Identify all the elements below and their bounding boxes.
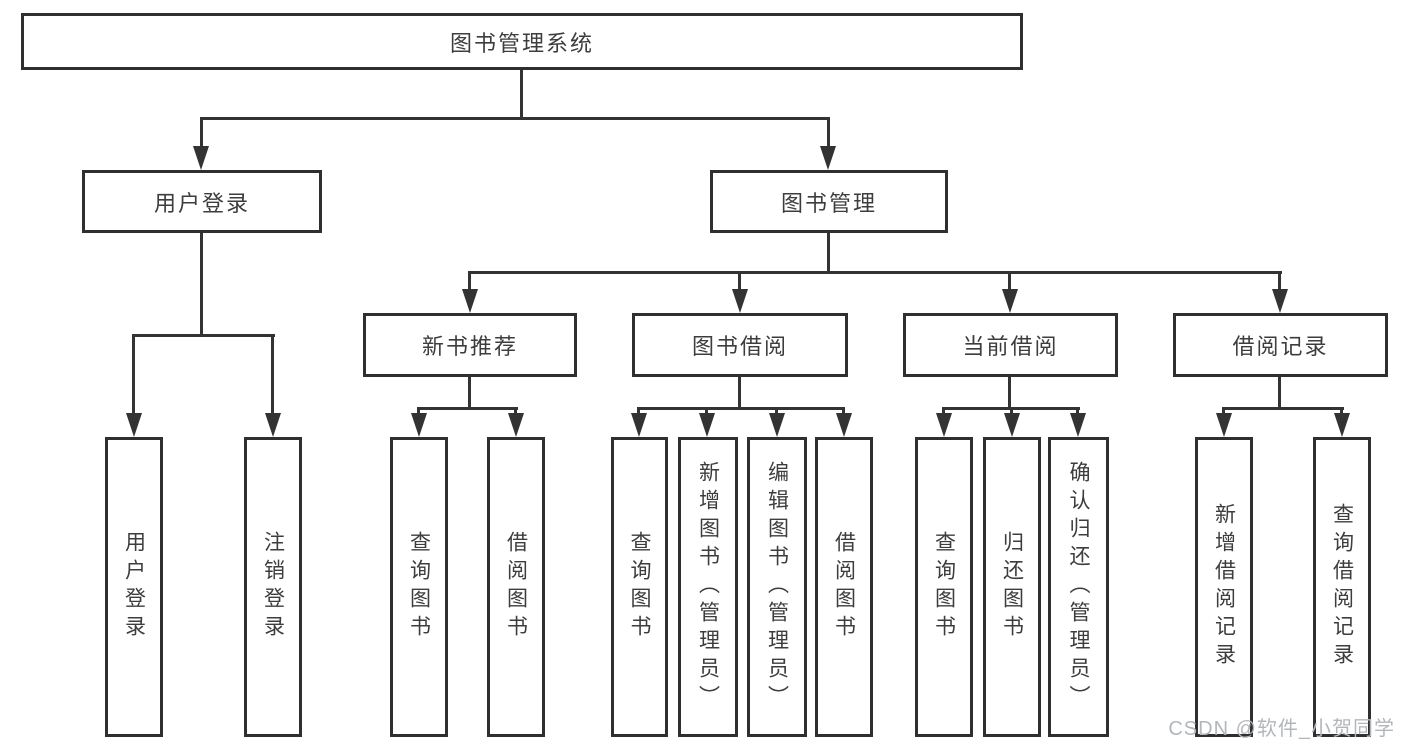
leaf-add-borrow-record-label: 新增借阅记录 <box>1212 503 1236 671</box>
leaf-confirm-return-admin-label: 确认归还（管理员） <box>1067 461 1090 713</box>
leaf-query-books-borrowing-label: 查询图书 <box>628 531 651 643</box>
node-new-book-recommend: 新书推荐 <box>363 313 577 377</box>
node-borrow-records: 借阅记录 <box>1173 313 1388 377</box>
connector-to-leaf-login <box>132 334 135 414</box>
connector-current-borrow-stub <box>1008 377 1011 410</box>
connector-borrow-records-branch <box>1222 407 1344 410</box>
arrow-down-icon <box>508 413 524 437</box>
node-library-system-label: 图书管理系统 <box>449 30 594 56</box>
leaf-edit-books-admin: 编辑图书（管理员） <box>747 437 807 737</box>
leaf-borrow-books-borrowing: 借阅图书 <box>815 437 873 737</box>
node-library-system: 图书管理系统 <box>21 13 1023 70</box>
connector-root-stub <box>520 70 523 118</box>
watermark: CSDN @软件_小贺同学 <box>1168 718 1395 740</box>
node-borrow-records-label: 借阅记录 <box>1232 334 1329 359</box>
connector-user-login-branch <box>132 334 275 337</box>
arrow-down-icon <box>462 289 478 313</box>
leaf-borrow-books-borrowing-label: 借阅图书 <box>832 531 856 643</box>
connector-book-borrow-branch <box>637 407 845 410</box>
arrow-down-icon <box>699 413 715 437</box>
arrow-down-icon <box>1216 413 1232 437</box>
connector-leaf-stub <box>1010 407 1013 416</box>
leaf-logout-label: 注销登录 <box>261 531 285 643</box>
node-current-borrowing-label: 当前借阅 <box>962 334 1059 359</box>
node-book-management: 图书管理 <box>710 170 948 233</box>
connector-leaf-stub <box>842 407 845 416</box>
leaf-borrow-books-recommend: 借阅图书 <box>487 437 545 737</box>
arrow-down-icon <box>732 289 748 313</box>
leaf-add-books-admin-label: 新增图书（管理员） <box>696 461 720 713</box>
leaf-query-books-recommend-label: 查询图书 <box>407 531 431 643</box>
leaf-user-login-label: 用户登录 <box>122 531 146 643</box>
arrow-down-icon <box>411 413 427 437</box>
arrow-down-icon <box>1002 289 1018 313</box>
leaf-query-books-borrowing: 查询图书 <box>611 437 668 737</box>
connector-leaf-stub <box>417 407 420 416</box>
connector-to-book-borrow <box>738 271 741 291</box>
node-book-borrowing: 图书借阅 <box>632 313 848 377</box>
arrow-down-icon <box>1004 413 1020 437</box>
leaf-query-books-current-label: 查询图书 <box>932 531 956 643</box>
leaf-add-borrow-record: 新增借阅记录 <box>1195 437 1253 737</box>
arrow-down-icon <box>126 413 142 437</box>
connector-leaf-stub <box>775 407 778 416</box>
node-book-management-label: 图书管理 <box>780 190 877 216</box>
node-user-login: 用户登录 <box>82 170 322 233</box>
connector-book-management-stub <box>827 233 830 274</box>
connector-leaf-stub <box>637 407 640 416</box>
arrow-down-icon <box>1070 413 1086 437</box>
arrow-down-icon <box>631 413 647 437</box>
connector-book-borrow-stub <box>738 377 741 410</box>
arrow-down-icon <box>820 146 836 170</box>
node-current-borrowing: 当前借阅 <box>903 313 1118 377</box>
connector-leaf-stub <box>942 407 945 416</box>
connector-to-borrow-records <box>1278 271 1281 291</box>
arrow-down-icon <box>936 413 952 437</box>
leaf-borrow-books-recommend-label: 借阅图书 <box>504 531 528 643</box>
leaf-query-borrow-record: 查询借阅记录 <box>1313 437 1371 737</box>
leaf-query-borrow-record-label: 查询借阅记录 <box>1330 503 1354 671</box>
connector-root-branch <box>200 117 830 120</box>
leaf-return-books: 归还图书 <box>983 437 1041 737</box>
arrow-down-icon <box>769 413 785 437</box>
connector-leaf-stub <box>1340 407 1343 416</box>
connector-book-management-branch <box>469 271 1282 274</box>
connector-to-new-book <box>468 271 471 291</box>
leaf-user-login: 用户登录 <box>105 437 163 737</box>
connector-new-book-branch <box>417 407 518 410</box>
node-book-borrowing-label: 图书借阅 <box>691 334 788 359</box>
leaf-logout: 注销登录 <box>244 437 302 737</box>
connector-user-login-stub <box>200 233 203 336</box>
connector-leaf-stub <box>1222 407 1225 416</box>
leaf-query-books-current: 查询图书 <box>915 437 973 737</box>
connector-new-book-stub <box>468 377 471 410</box>
connector-borrow-records-stub <box>1278 377 1281 410</box>
leaf-add-books-admin: 新增图书（管理员） <box>678 437 738 737</box>
connector-leaf-stub <box>705 407 708 416</box>
leaf-edit-books-admin-label: 编辑图书（管理员） <box>765 461 789 713</box>
arrow-down-icon <box>193 146 209 170</box>
leaf-return-books-label: 归还图书 <box>1000 531 1024 643</box>
connector-to-user-login <box>200 117 203 148</box>
connector-leaf-stub <box>1076 407 1079 416</box>
arrow-down-icon <box>1334 413 1350 437</box>
leaf-query-books-recommend: 查询图书 <box>390 437 448 737</box>
leaf-confirm-return-admin: 确认归还（管理员） <box>1048 437 1109 737</box>
connector-to-current-borrow <box>1008 271 1011 291</box>
arrow-down-icon <box>1272 289 1288 313</box>
connector-to-book-management <box>827 117 830 148</box>
connector-leaf-stub <box>514 407 517 416</box>
node-new-book-recommend-label: 新书推荐 <box>421 334 518 359</box>
arrow-down-icon <box>836 413 852 437</box>
connector-to-leaf-logout <box>271 334 274 414</box>
arrow-down-icon <box>265 413 281 437</box>
node-user-login-label: 用户登录 <box>153 190 250 216</box>
